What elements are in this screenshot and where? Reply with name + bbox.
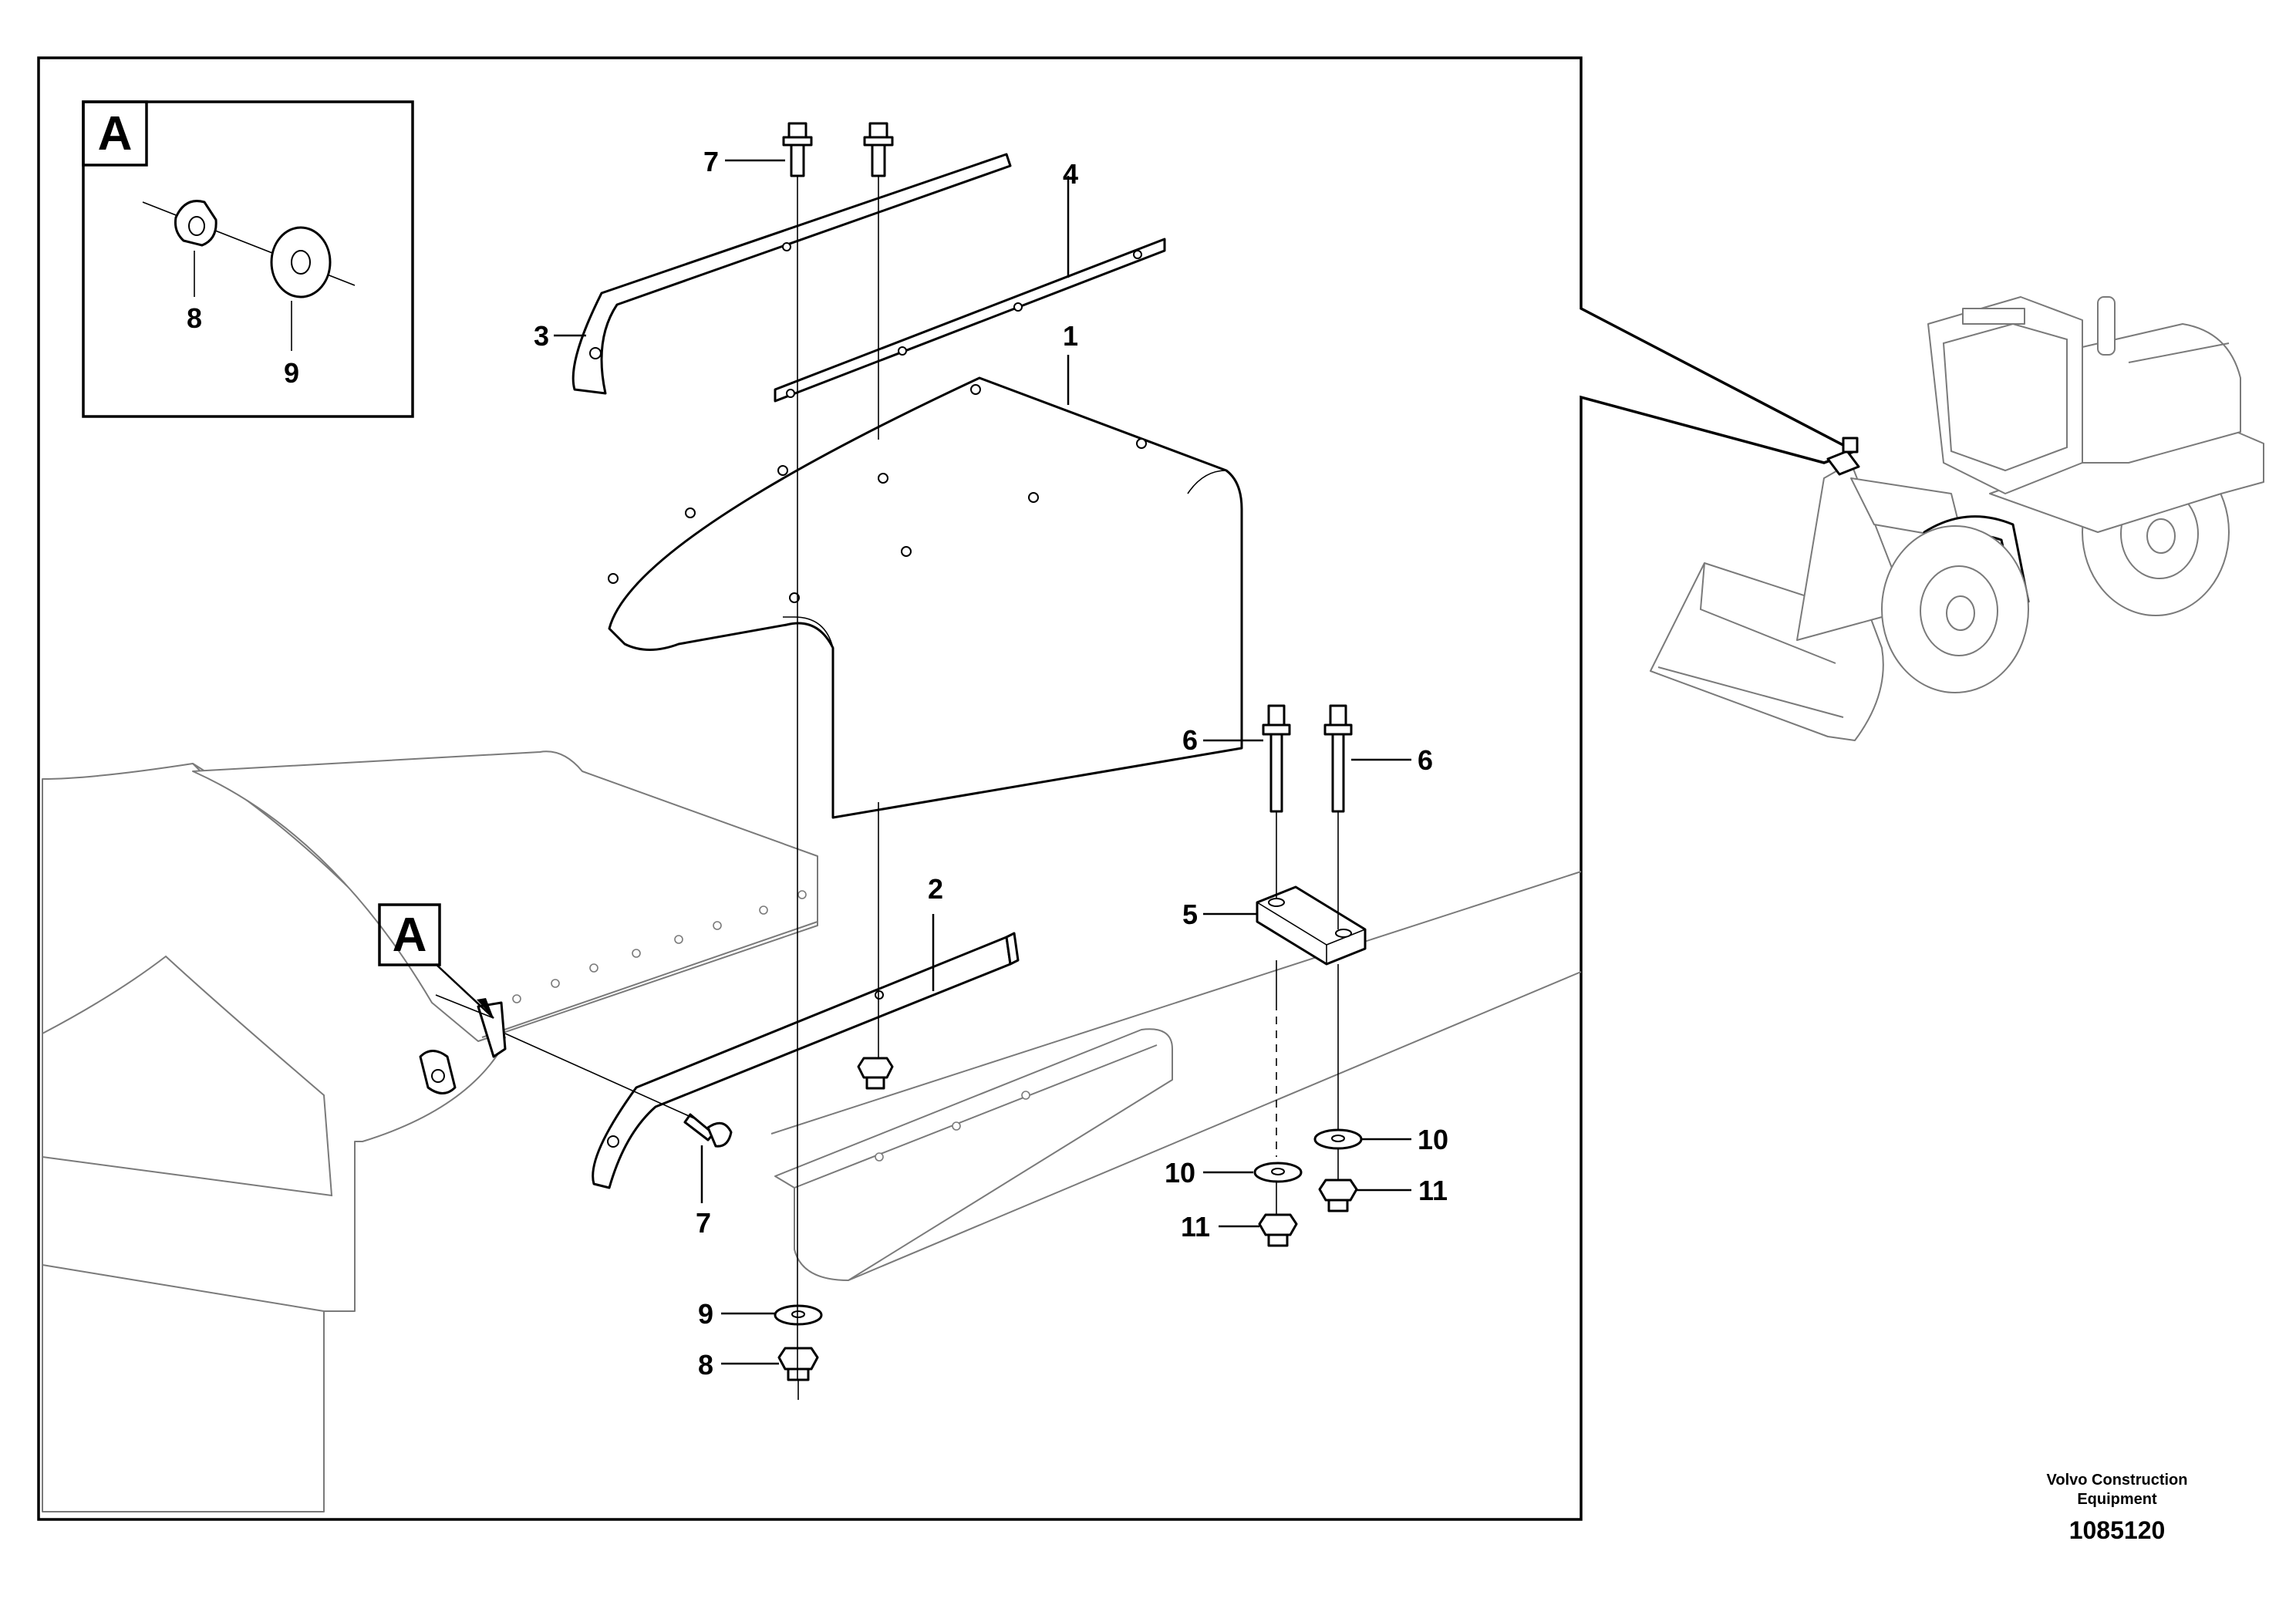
- leader-lines: [554, 159, 1411, 1365]
- callout-4: 4: [1063, 158, 1078, 190]
- callout-10-left: 10: [1165, 1157, 1195, 1189]
- part-9-washer: [774, 1304, 823, 1326]
- part-7-bolt-top-right: [863, 122, 894, 177]
- drawing-number: 1085120: [2069, 1516, 2166, 1544]
- detail-a-inset: A: [82, 100, 414, 418]
- callout-11-left: 11: [1181, 1211, 1210, 1243]
- detail-a-letter: A: [98, 107, 133, 160]
- machine-fender-context: [42, 750, 1582, 1512]
- part-8-nut-upper: [857, 1057, 894, 1090]
- part-8-nut: [777, 1347, 819, 1381]
- callout-9-main: 9: [698, 1298, 713, 1330]
- part-3-upper-bracket: [571, 153, 1012, 395]
- callout-7-top: 7: [703, 146, 719, 177]
- wheel-loader-overview-illustration: [1650, 296, 2264, 741]
- callout-6-left: 6: [1182, 724, 1198, 756]
- company-line-2: Equipment: [2077, 1491, 2157, 1508]
- callout-2: 2: [928, 873, 943, 905]
- callout-3: 3: [534, 320, 549, 352]
- company-line-1: Volvo Construction: [2047, 1472, 2188, 1489]
- callout-5: 5: [1182, 899, 1198, 930]
- callout-9-detail: 9: [284, 357, 299, 389]
- part-11-nut-right: [1318, 1179, 1358, 1212]
- part-7-bolt-lower: [683, 1113, 733, 1148]
- part-6-bolt-right: [1323, 704, 1353, 813]
- callout-8-detail: 8: [187, 302, 202, 334]
- callout-numbers: 1 2 3 4 5 6 6 7 7 8 8 9 9 10 10 11 11: [187, 146, 1448, 1381]
- part-10-washer-right: [1313, 1128, 1363, 1150]
- callout-8-main: 8: [698, 1349, 713, 1381]
- part-2-lower-bracket: [592, 932, 1020, 1189]
- detail-a-marker-letter: A: [393, 909, 427, 962]
- part-11-nut-left: [1258, 1213, 1298, 1247]
- assembly-axis-lines: [435, 176, 1339, 1400]
- detail-a-marker: A: [378, 903, 494, 1019]
- drawing-footer: Volvo Construction Equipment 1085120: [2047, 1472, 2188, 1544]
- callout-6-right: 6: [1418, 744, 1433, 776]
- callout-11-right: 11: [1418, 1175, 1448, 1206]
- part-10-washer-left: [1253, 1162, 1303, 1183]
- part-6-bolt-left: [1262, 704, 1291, 813]
- callout-1: 1: [1063, 320, 1078, 352]
- part-4-strip: [774, 238, 1166, 403]
- callout-10-right: 10: [1418, 1124, 1448, 1155]
- callout-7-lower: 7: [696, 1207, 711, 1239]
- main-view-frame: [37, 56, 1859, 1521]
- part-1-cover: [608, 376, 1243, 819]
- part-7-bolt-top-left: [782, 122, 813, 177]
- part-5-spacer-plate: [1256, 885, 1367, 966]
